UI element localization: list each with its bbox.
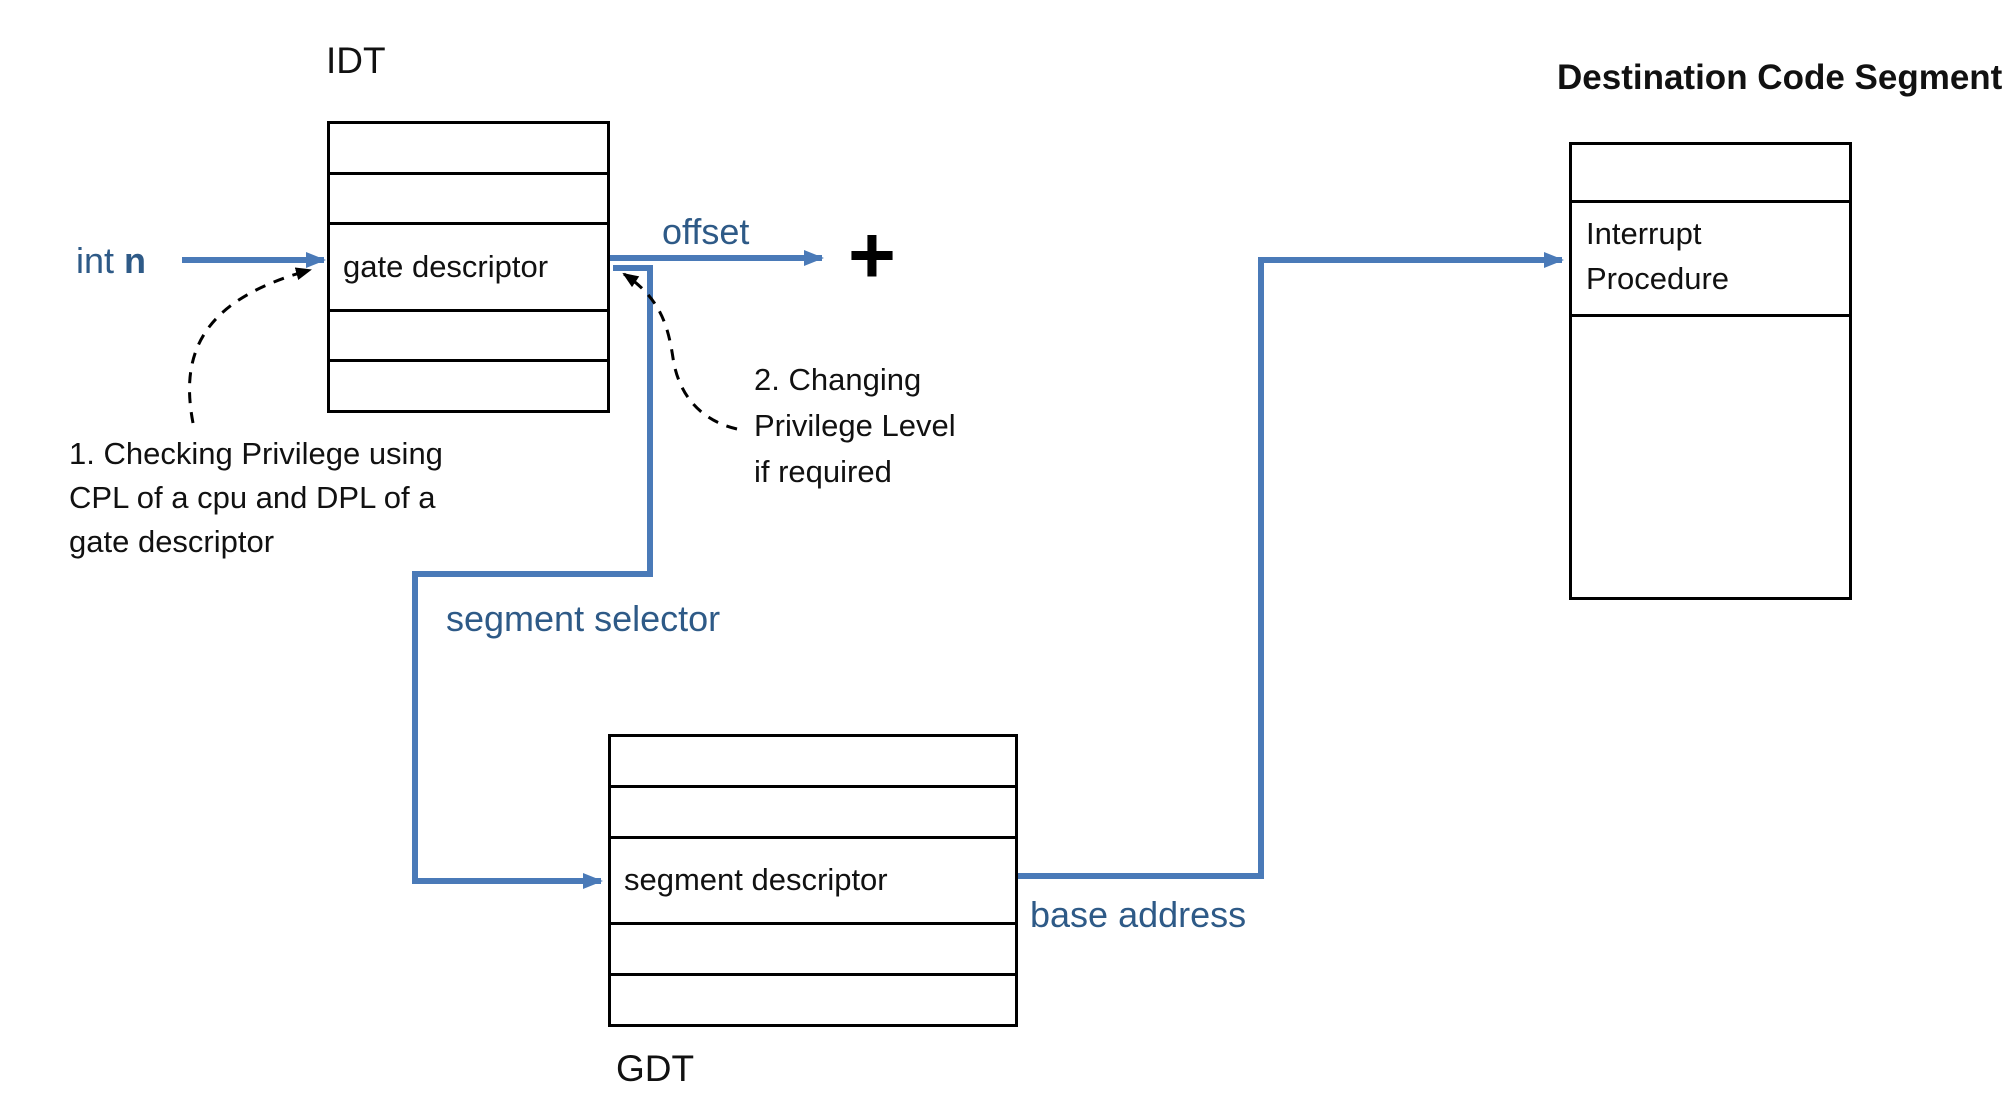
destination-row-interrupt-procedure: Interrupt Procedure <box>1572 200 1849 314</box>
gdt-row <box>611 922 1015 973</box>
note1-line: CPL of a cpu and DPL of a <box>69 480 436 515</box>
int-label-regular: int <box>76 240 125 281</box>
idt-title: IDT <box>326 40 386 81</box>
note1-line: gate descriptor <box>69 524 275 559</box>
segment-selector-label: segment selector <box>446 598 721 639</box>
idt-row-gate-descriptor: gate descriptor <box>330 222 607 309</box>
idt-row <box>330 359 607 410</box>
plus-icon: + <box>848 210 896 301</box>
int-label-bold-n: n <box>124 240 147 281</box>
note1-line: 1. Checking Privilege using <box>69 436 443 471</box>
destination-row <box>1572 314 1849 597</box>
idt-row <box>330 171 607 223</box>
idt-table: gate descriptor <box>327 121 610 413</box>
gdt-row-segment-descriptor: segment descriptor <box>611 835 1015 923</box>
privilege-check-dashed-arrow <box>188 267 312 424</box>
gdt-title: GDT <box>616 1048 695 1089</box>
note2-line: Privilege Level <box>754 408 956 443</box>
idt-row <box>330 124 607 172</box>
destination-row <box>1572 145 1849 200</box>
note-privilege-change: 2. Changing Privilege Level if required <box>754 357 956 495</box>
segment-descriptor-label: segment descriptor <box>624 862 888 898</box>
gdt-table: segment descriptor <box>608 734 1018 1027</box>
destination-title: Destination Code Segment <box>1557 58 2003 97</box>
base-address-label: base address <box>1030 894 1247 935</box>
idt-row <box>330 308 607 360</box>
note-privilege-check: 1. Checking Privilege using CPL of a cpu… <box>69 432 443 564</box>
privilege-change-dashed-arrow <box>622 272 738 431</box>
gdt-row <box>611 737 1015 785</box>
note2-line: 2. Changing <box>754 362 922 397</box>
destination-table: Interrupt Procedure <box>1569 142 1852 600</box>
offset-label: offset <box>662 211 750 252</box>
interrupt-label: Interrupt <box>1586 216 1702 251</box>
gdt-row <box>611 784 1015 836</box>
note2-line: if required <box>754 454 892 489</box>
base-address-line <box>1018 252 1564 879</box>
int-n-label: int n <box>76 240 146 282</box>
gdt-row <box>611 973 1015 1024</box>
gate-descriptor-label: gate descriptor <box>343 248 549 284</box>
procedure-label: Procedure <box>1586 261 1730 296</box>
